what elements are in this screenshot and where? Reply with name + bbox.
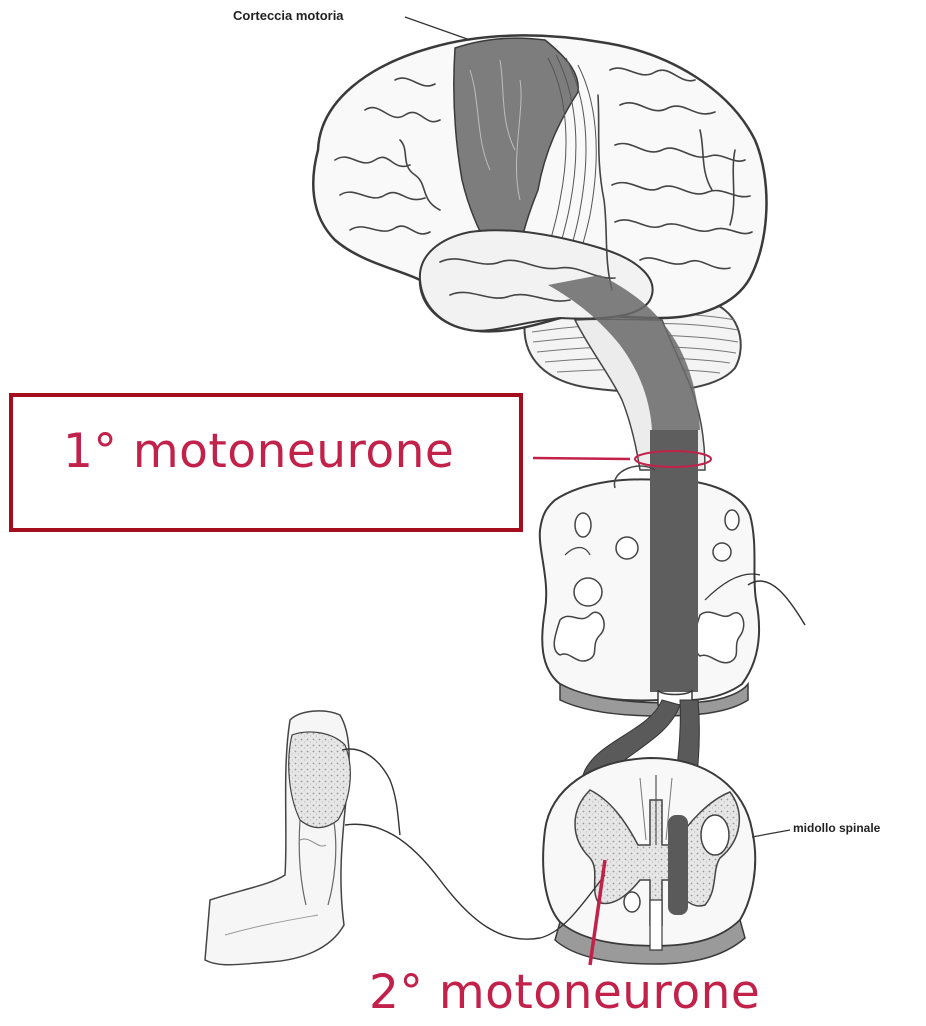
- motoneurone1-pointer: [533, 458, 630, 459]
- nerve-fiber-upper: [342, 749, 400, 835]
- corteccia-leader-line: [405, 17, 470, 40]
- midollo-leader-line: [752, 830, 790, 837]
- corteccia-motoria-label: Corteccia motoria: [233, 8, 344, 23]
- upper-section-body: [540, 479, 759, 700]
- motoneurone1-label: 1° motoneurone: [63, 424, 454, 479]
- motoneurone2-label: 2° motoneurone: [369, 965, 760, 1020]
- upper-spinal-section: [540, 466, 805, 716]
- lower-spinal-section: [543, 758, 790, 964]
- muscle-belly: [289, 732, 351, 827]
- midollo-spinale-label: midollo spinale: [793, 821, 880, 835]
- brain-illustration: [313, 17, 766, 392]
